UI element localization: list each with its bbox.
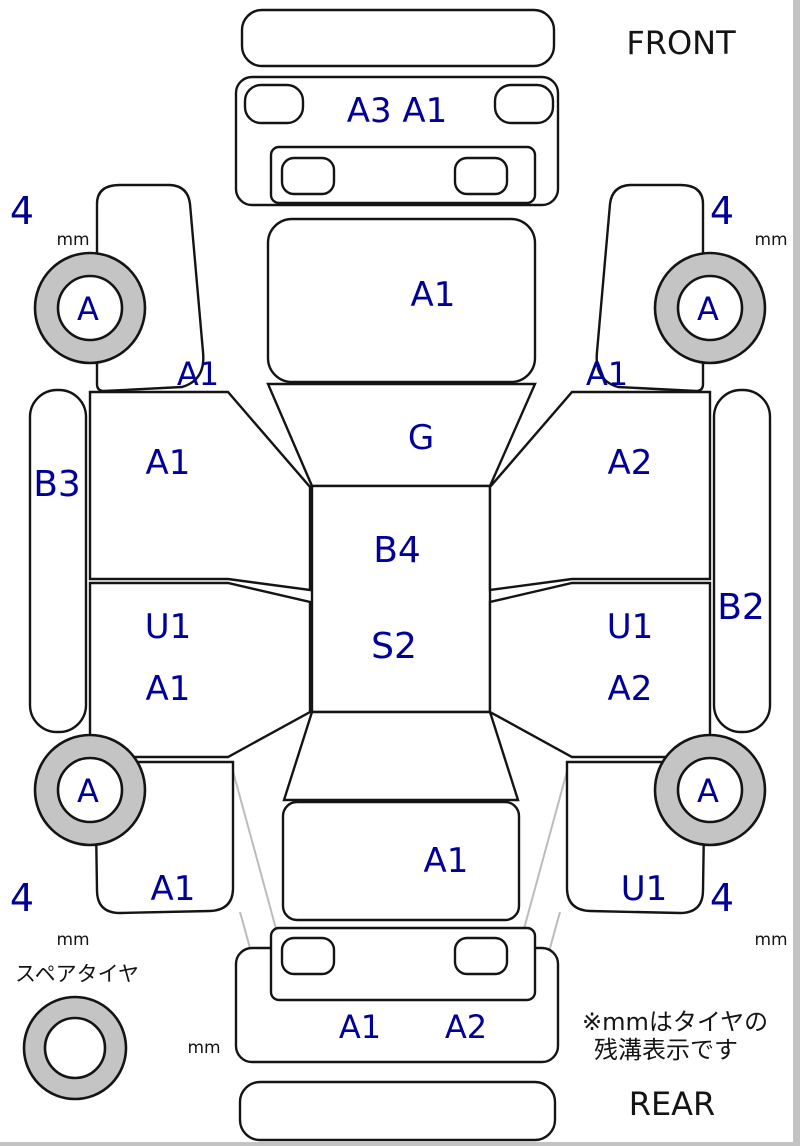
rear-left-tread-unit: mm [56, 930, 89, 950]
rear-left-tread-value: 4 [10, 876, 34, 920]
front-right-tread-value: 4 [710, 189, 734, 233]
windshield-panel [266, 382, 537, 488]
rear-bumper-left-code: A1 [339, 1008, 381, 1046]
fog-light-right [453, 156, 509, 196]
right-fender-code: A1 [586, 355, 628, 393]
rear-glass-panel [282, 710, 520, 802]
right-rear-door-panel [488, 581, 712, 759]
hood-code: A1 [411, 275, 456, 315]
left-front-door-panel [88, 390, 312, 592]
floor-code: S2 [371, 626, 417, 667]
tire-note-line1: ※mmはタイヤの [582, 1008, 768, 1036]
front-left-tire-hub [56, 274, 124, 342]
front-label: FRONT [626, 24, 736, 62]
roof-code: B4 [373, 530, 421, 571]
right-quarter-code: U1 [621, 869, 668, 909]
left-rear-door-code1: U1 [145, 607, 192, 647]
spare-tire-hub [43, 1016, 107, 1080]
front-bumper-code: A3 A1 [347, 91, 448, 131]
right-sill-code: B2 [717, 587, 765, 628]
rear-bumper-mm-label: mm [187, 1038, 220, 1058]
trunk-code: A1 [424, 841, 469, 881]
left-rear-door-code2: A1 [146, 669, 191, 709]
rear-right-tire-grade: A [697, 772, 719, 810]
front-right-tread-unit: mm [754, 230, 787, 250]
rear-right-tire-hub [676, 756, 744, 824]
right-rear-door-code1: U1 [607, 607, 654, 647]
front-right-tire-hub [676, 274, 744, 342]
headlight-right [493, 83, 555, 125]
right-front-door-code: A2 [608, 443, 653, 483]
front-right-tire-grade: A [697, 290, 719, 328]
left-quarter-code: A1 [151, 869, 196, 909]
left-sill-panel [28, 388, 88, 734]
left-sill-code: B3 [33, 464, 81, 505]
scan-edge-right [793, 0, 800, 1146]
tire-note-line2: 残溝表示です [594, 1036, 738, 1064]
headlight-left [243, 83, 305, 125]
left-fender-code: A1 [177, 355, 219, 393]
trunk-panel [281, 800, 521, 922]
taillight-right [453, 936, 509, 976]
rear-right-tread-unit: mm [754, 930, 787, 950]
front-bumper-strip [240, 8, 556, 68]
hood-panel [266, 217, 537, 384]
rear-right-tread-value: 4 [710, 876, 734, 920]
spare-tire-label: スペアタイヤ [15, 962, 139, 986]
rear-bumper-strip [238, 1080, 557, 1142]
fog-light-left [280, 156, 336, 196]
left-front-door-code: A1 [146, 443, 191, 483]
rear-left-tire-hub [56, 756, 124, 824]
left-rear-door-panel [88, 581, 312, 759]
front-left-tire-grade: A [77, 290, 99, 328]
rear-label: REAR [629, 1085, 716, 1123]
roof-panel [310, 484, 492, 714]
scan-edge-bottom [0, 1142, 800, 1146]
rear-bumper-right-code: A2 [445, 1008, 487, 1046]
right-sill-panel [712, 388, 772, 734]
right-front-door-panel [488, 390, 712, 592]
front-left-tread-value: 4 [10, 189, 34, 233]
rear-left-tire-grade: A [77, 772, 99, 810]
front-left-tread-unit: mm [56, 230, 89, 250]
taillight-left [280, 936, 336, 976]
right-rear-door-code2: A2 [608, 669, 653, 709]
windshield-code: G [408, 418, 434, 458]
